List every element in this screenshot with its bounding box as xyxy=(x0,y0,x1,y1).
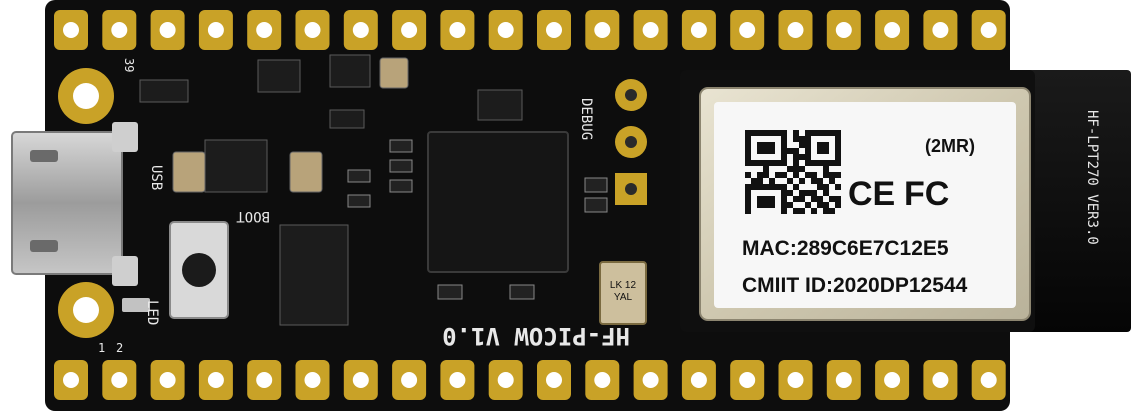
status-led xyxy=(122,298,150,312)
castellated-pin-bottom-15 xyxy=(730,360,765,400)
mac-address: MAC:289C6E7C12E5 xyxy=(742,237,949,260)
castellated-pin-bottom-19 xyxy=(923,360,958,400)
castellated-pin-top-5 xyxy=(247,10,282,50)
usb-connector xyxy=(11,122,138,286)
castellated-pin-top-14 xyxy=(681,10,716,50)
debug-label: DEBUG xyxy=(578,98,594,140)
castellated-pin-bottom-9 xyxy=(440,360,475,400)
boot-label: BOOT xyxy=(236,208,270,224)
castellated-pin-top-2 xyxy=(102,10,137,50)
crystal-line1: LK 12 xyxy=(610,280,637,291)
capacitors xyxy=(172,57,409,193)
castellated-pin-bottom-2 xyxy=(102,360,137,400)
pin-1-label: 1 xyxy=(98,341,105,355)
castellated-pin-bottom-20 xyxy=(971,360,1006,400)
castellated-pin-bottom-4 xyxy=(198,360,233,400)
ce-mark-icon: CE xyxy=(848,175,895,213)
castellated-pin-top-8 xyxy=(392,10,427,50)
mcu-chip xyxy=(427,131,569,273)
castellated-pin-top-11 xyxy=(537,10,571,50)
castellated-pin-top-18 xyxy=(875,10,910,50)
castellated-pin-bottom-7 xyxy=(343,360,378,400)
castellated-pin-top-13 xyxy=(633,10,668,50)
castellated-pin-bottom-11 xyxy=(537,360,571,400)
antenna-label: HF-LPT270 VER3.0 xyxy=(1084,110,1100,245)
castellated-pin-top-6 xyxy=(295,10,330,50)
castellated-pin-bottom-14 xyxy=(681,360,716,400)
boot-button xyxy=(169,221,229,319)
debug-header xyxy=(615,79,647,205)
mounting-hole-top xyxy=(58,68,114,124)
castellated-pin-bottom-18 xyxy=(875,360,910,400)
castellated-pin-top-4 xyxy=(198,10,233,50)
pin-row-bottom xyxy=(54,360,1006,400)
castellated-pin-top-16 xyxy=(778,10,813,50)
castellated-pin-bottom-1 xyxy=(54,360,88,400)
castellated-pin-bottom-6 xyxy=(295,360,330,400)
castellated-pin-top-10 xyxy=(488,10,523,50)
pin-39-label: 39 xyxy=(122,58,136,72)
qr-code-icon xyxy=(745,130,841,214)
usb-label: USB xyxy=(148,165,164,190)
castellated-pin-bottom-13 xyxy=(633,360,668,400)
castellated-pin-top-1 xyxy=(54,10,88,50)
castellated-pin-bottom-5 xyxy=(247,360,282,400)
resistors xyxy=(347,139,608,300)
pin-2-label: 2 xyxy=(116,341,123,355)
castellated-pin-bottom-3 xyxy=(150,360,185,400)
antenna xyxy=(1005,70,1131,332)
board-name: HF-PICOW V1.0 xyxy=(442,322,630,350)
castellated-pin-bottom-8 xyxy=(392,360,427,400)
castellated-pin-top-12 xyxy=(585,10,620,50)
castellated-pin-top-9 xyxy=(440,10,475,50)
castellated-pin-bottom-17 xyxy=(826,360,861,400)
castellated-pin-top-3 xyxy=(150,10,185,50)
castellated-pin-bottom-16 xyxy=(778,360,813,400)
crystal-line2: YAL xyxy=(614,292,633,303)
module-rev: (2MR) xyxy=(925,136,975,156)
pin-row-top xyxy=(54,10,1006,50)
castellated-pin-top-7 xyxy=(343,10,378,50)
castellated-pin-bottom-12 xyxy=(585,360,620,400)
castellated-pin-bottom-10 xyxy=(488,360,523,400)
fcc-mark-icon: FC xyxy=(904,175,949,213)
smd-components xyxy=(139,54,523,326)
mounting-hole-bottom xyxy=(58,282,114,338)
castellated-pin-top-17 xyxy=(826,10,861,50)
cmiit-id: CMIIT ID:2020DP12544 xyxy=(742,274,968,297)
castellated-pin-top-19 xyxy=(923,10,958,50)
castellated-pin-top-20 xyxy=(971,10,1006,50)
crystal-oscillator: LK 12 YAL xyxy=(599,261,647,325)
castellated-pin-top-15 xyxy=(730,10,765,50)
led-label: LED xyxy=(144,300,160,325)
